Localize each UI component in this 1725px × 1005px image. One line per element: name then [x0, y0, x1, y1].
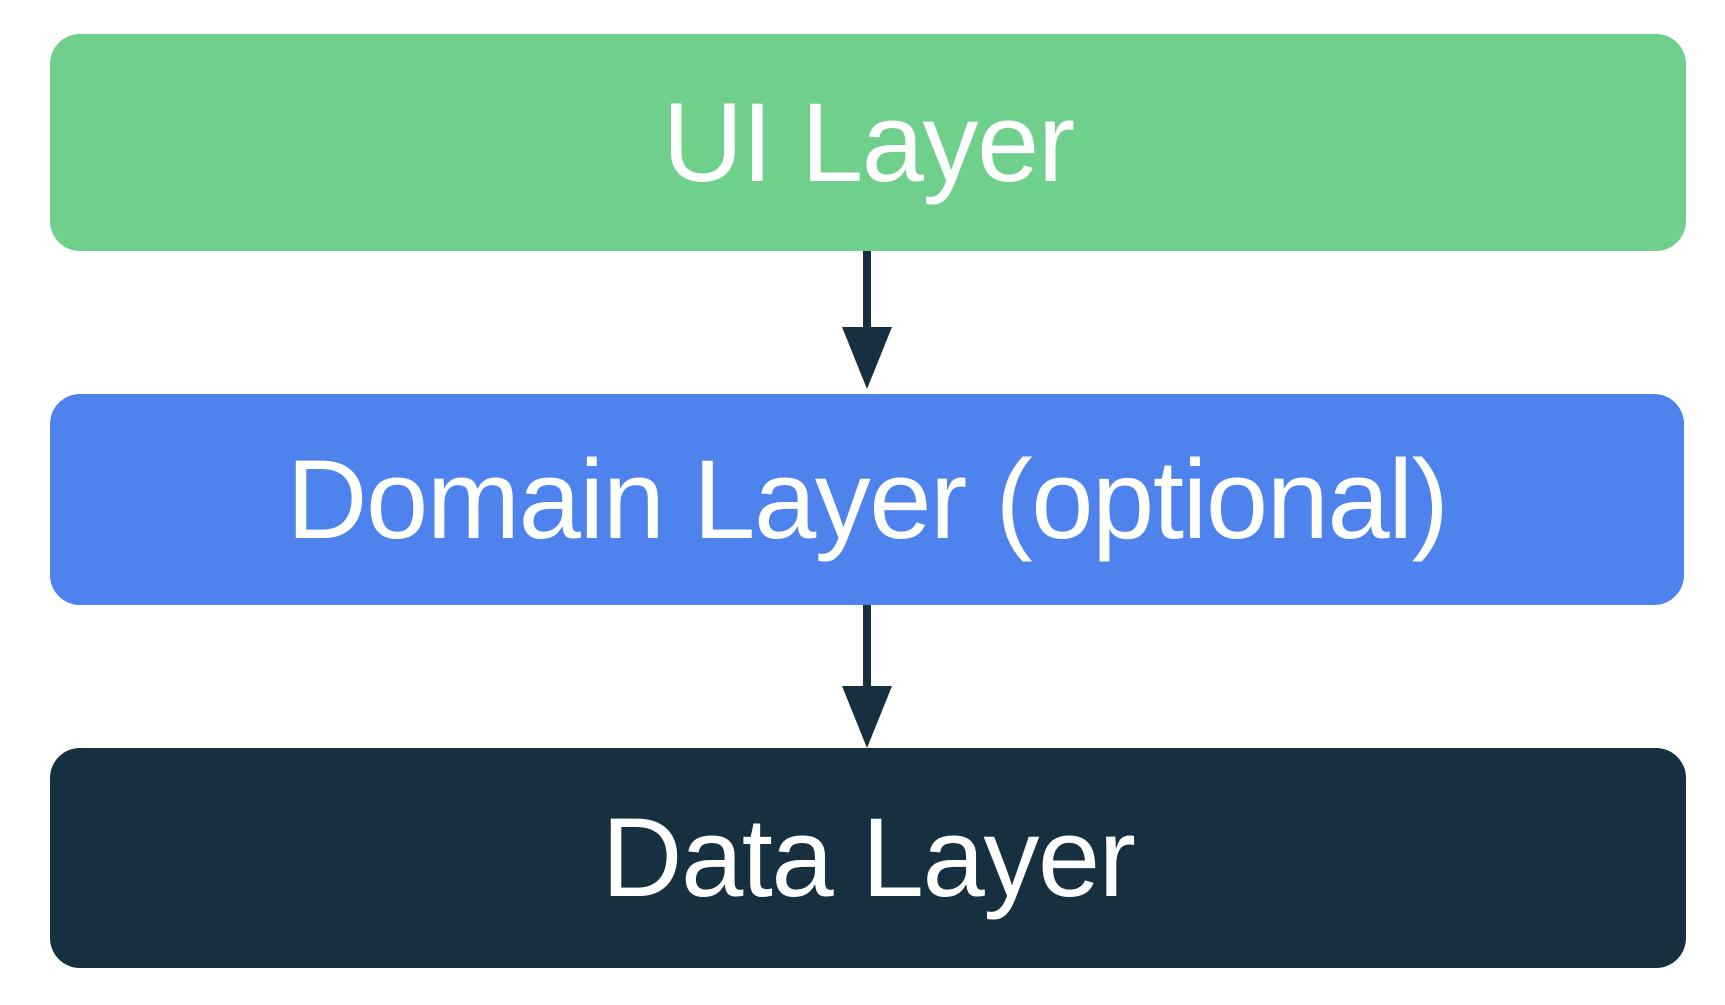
layer-label-ui: UI Layer: [662, 79, 1075, 205]
layer-box-domain[interactable]: Domain Layer (optional): [50, 394, 1684, 605]
layer-box-ui[interactable]: UI Layer: [50, 34, 1686, 251]
layer-box-data[interactable]: Data Layer: [50, 748, 1686, 968]
layer-label-domain: Domain Layer (optional): [286, 436, 1449, 562]
arrow-domain-to-data-icon: [842, 605, 892, 748]
arrow-ui-to-domain-icon: [842, 251, 892, 389]
layer-label-data: Data Layer: [601, 795, 1136, 920]
